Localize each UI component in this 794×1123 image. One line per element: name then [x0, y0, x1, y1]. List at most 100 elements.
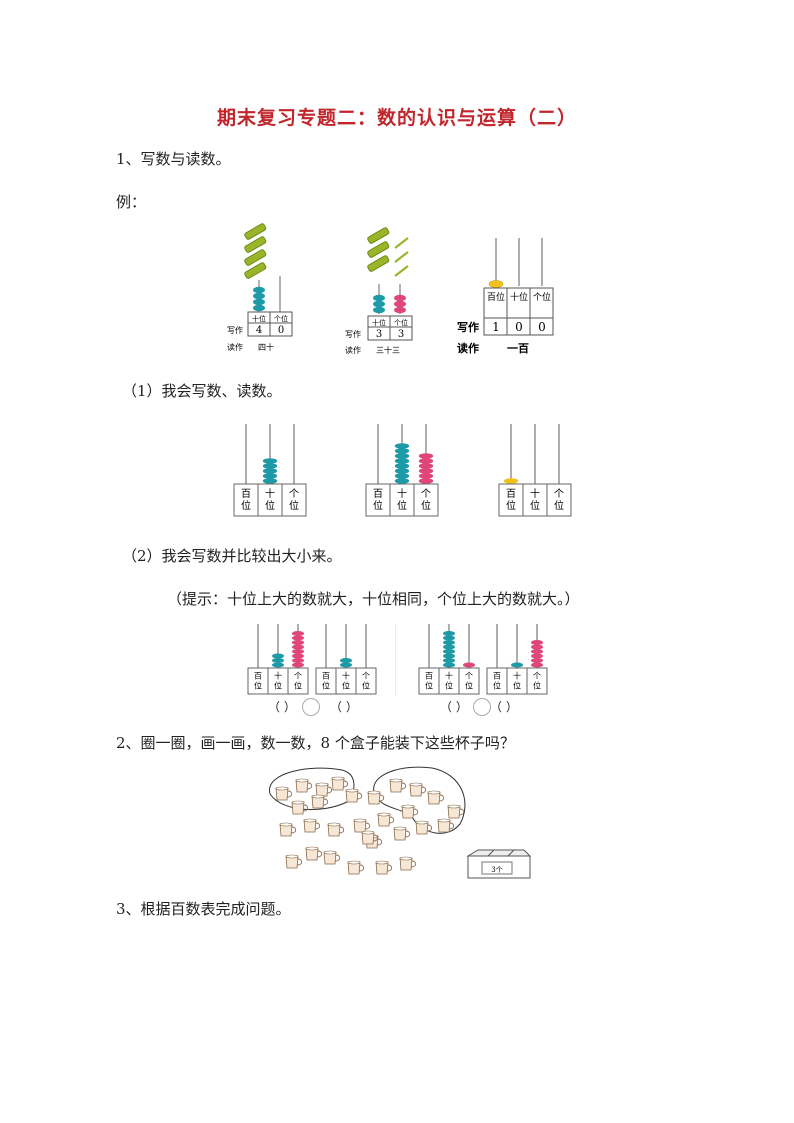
- cup-icon: [399, 856, 417, 871]
- cup-icon: [275, 786, 293, 801]
- cup-icon: [347, 860, 365, 875]
- col-label: 十: [445, 670, 453, 680]
- bead: [394, 463, 410, 469]
- compare-circle-2[interactable]: [473, 698, 491, 716]
- reading-text: 三十三: [376, 345, 400, 355]
- col-label: 位: [513, 680, 521, 690]
- col-label: 个: [465, 671, 473, 680]
- box-icon: [466, 849, 532, 879]
- col-label: 位: [465, 680, 473, 690]
- question-3-heading: 3、根据百数表完成问题。: [116, 900, 291, 918]
- cup-icon: [315, 782, 333, 797]
- example-1-figure: 十位 个位 4 0 写作 读作 四十: [227, 223, 293, 352]
- cup-icon: [401, 804, 419, 819]
- bead: [394, 453, 410, 459]
- bead: [443, 658, 455, 663]
- cup-icon: [295, 778, 313, 793]
- bead-stack: [373, 294, 406, 314]
- bead: [488, 280, 504, 288]
- col-label: 位: [506, 499, 516, 512]
- cup-icon: [409, 782, 427, 797]
- digit: 3: [398, 329, 404, 340]
- digit: 4: [256, 325, 262, 336]
- question-1-heading: 1、写数与读数。: [116, 150, 231, 168]
- bead: [262, 463, 278, 469]
- cup-icon: [415, 820, 433, 835]
- col-label: 个: [362, 671, 370, 680]
- part-2-label: （2）我会写数并比较出大小来。: [122, 547, 342, 565]
- cup-icon: [367, 790, 385, 805]
- cup-icon: [323, 850, 341, 865]
- bead-stack: [253, 286, 265, 312]
- bead: [418, 468, 434, 474]
- bead: [418, 473, 434, 479]
- example-label: 例：: [116, 193, 147, 211]
- col-label: 十位: [510, 291, 528, 303]
- bead: [531, 653, 543, 659]
- answer-blank-left-2[interactable]: （ ）: [440, 700, 468, 714]
- cups-figure: 3个: [269, 766, 532, 879]
- col-label: 百: [322, 671, 330, 680]
- digit: 0: [278, 325, 284, 336]
- write-label: 写作: [345, 329, 361, 339]
- bead: [262, 468, 278, 474]
- bundle-icon: [244, 223, 267, 279]
- col-label: 位: [445, 680, 453, 690]
- answer-blank-left-1[interactable]: （ ）: [268, 700, 296, 714]
- part-1-label: （1）我会写数、读数。: [122, 382, 282, 400]
- bead: [292, 635, 304, 641]
- bead: [511, 662, 523, 668]
- bead: [531, 640, 543, 645]
- bead: [418, 458, 434, 464]
- question-2-heading: 2、圈一圈，画一画，数一数，8 个盒子能装下这些杯子吗？: [116, 734, 515, 752]
- read-label: 读作: [227, 342, 243, 352]
- cup-icon: [345, 788, 363, 803]
- bead: [443, 644, 455, 650]
- bead: [292, 653, 304, 659]
- col-label: 个位: [533, 291, 551, 303]
- col-label: 位: [530, 499, 540, 512]
- bead: [531, 662, 543, 668]
- col-label: 十: [274, 670, 282, 680]
- page-title: 期末复习专题二：数的认识与运算（二）: [216, 107, 577, 129]
- col-label: 位: [493, 680, 501, 690]
- cup-icon: [437, 818, 455, 833]
- col-label: 位: [554, 499, 564, 512]
- bead: [443, 662, 455, 668]
- hint-text: （提示：十位上大的数就大，十位相同，个位上大的数就大。）: [167, 590, 580, 608]
- read-label: 读作: [457, 341, 479, 355]
- col-label: 位: [342, 680, 350, 690]
- col-label: 位: [241, 499, 251, 512]
- col-label: 位: [322, 680, 330, 690]
- col-label: 位: [274, 680, 282, 690]
- digit: 1: [492, 320, 500, 334]
- cup-icon: [393, 826, 411, 841]
- col-label: 个: [533, 671, 541, 680]
- bead: [292, 640, 304, 645]
- stick-icon: [394, 237, 409, 277]
- bead: [272, 662, 284, 668]
- cup-icon: [311, 794, 329, 809]
- cup-icon: [279, 822, 297, 837]
- bead: [394, 478, 410, 484]
- col-label: 个位: [274, 314, 288, 323]
- answer-blank-right-2[interactable]: （ ）: [490, 700, 518, 714]
- reading-text: 一百: [507, 342, 529, 355]
- col-label: 个位: [394, 318, 408, 327]
- bead: [443, 640, 455, 645]
- bead: [292, 631, 304, 636]
- compare-circle-1[interactable]: [302, 698, 320, 716]
- cup-icon: [331, 776, 349, 791]
- answer-blank-right-1[interactable]: （ ）: [330, 700, 358, 714]
- read-label: 读作: [345, 345, 361, 355]
- col-label: 位: [294, 680, 302, 690]
- col-label: 十位: [372, 318, 386, 327]
- bead: [292, 644, 304, 650]
- bead: [418, 463, 434, 469]
- digit: 0: [515, 320, 523, 334]
- cup-icon: [327, 822, 345, 837]
- bead: [531, 649, 543, 654]
